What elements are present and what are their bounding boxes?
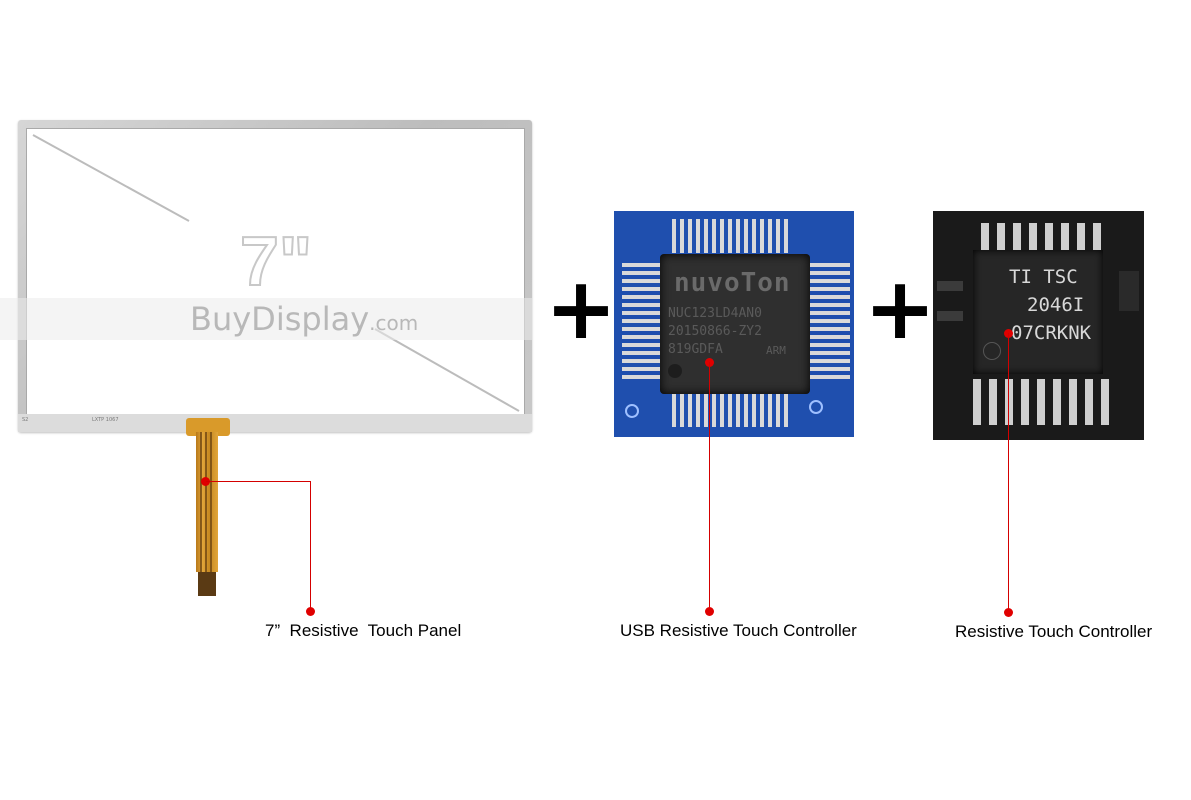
chip1-pins [622,219,850,427]
callout-dot-panel-end [306,607,315,616]
panel-size-watermark: 7" [239,222,313,300]
touch-panel-surface [26,128,525,418]
flex-cable-tail [198,572,216,596]
chip1-brand: nuvoTon [674,268,791,298]
chip1-line1: NUC123LD4AN0 [668,306,762,321]
panel-bottom-strip [18,414,532,432]
panel-mark-left: S2 [22,417,29,423]
chip1-arm-mark: ARM [766,344,786,357]
chip1-line3: 819GDFA [668,342,723,357]
chip1-line2: 20150866-ZY2 [668,324,762,339]
flex-cable-connector [186,418,230,436]
panel-reflection-lines [32,134,520,412]
plus-sign-2: + [864,259,937,359]
label-usb-controller: USB Resistive Touch Controller [620,621,857,640]
chip2-line1: TI TSC [1009,266,1078,288]
callout-line-controller [1008,333,1009,613]
callout-dot-panel-start [201,477,210,486]
buydisplay-logo: BuyDisplay.com [190,300,419,338]
callout-line-panel-h [206,481,311,482]
callout-line-panel-v [310,481,311,612]
chip2-pins [937,223,1139,425]
chip2-line3: 07CRKNK [1011,322,1092,344]
callout-line-usb [709,362,710,612]
label-touch-panel: 7” Resistive Touch Panel [265,621,462,640]
label-touch-controller: Resistive Touch Controller [955,622,1153,641]
chip2-pin1-marker [983,342,1001,360]
watermark-band [0,298,532,340]
callout-dot-usb-end [705,607,714,616]
chip2-line2: 2046I [1027,294,1085,316]
chip1-pin1-marker [668,364,682,378]
flex-cable [196,432,218,572]
plus-sign-1: + [545,259,618,359]
usb-controller-chip: nuvoTon NUC123LD4AN0 20150866-ZY2 819GDF… [660,254,810,394]
touch-controller-chip: TI TSC 2046I 07CRKNK [973,250,1103,374]
panel-mark-mid: LXTP 1067 [92,417,119,423]
callout-dot-controller-end [1004,608,1013,617]
